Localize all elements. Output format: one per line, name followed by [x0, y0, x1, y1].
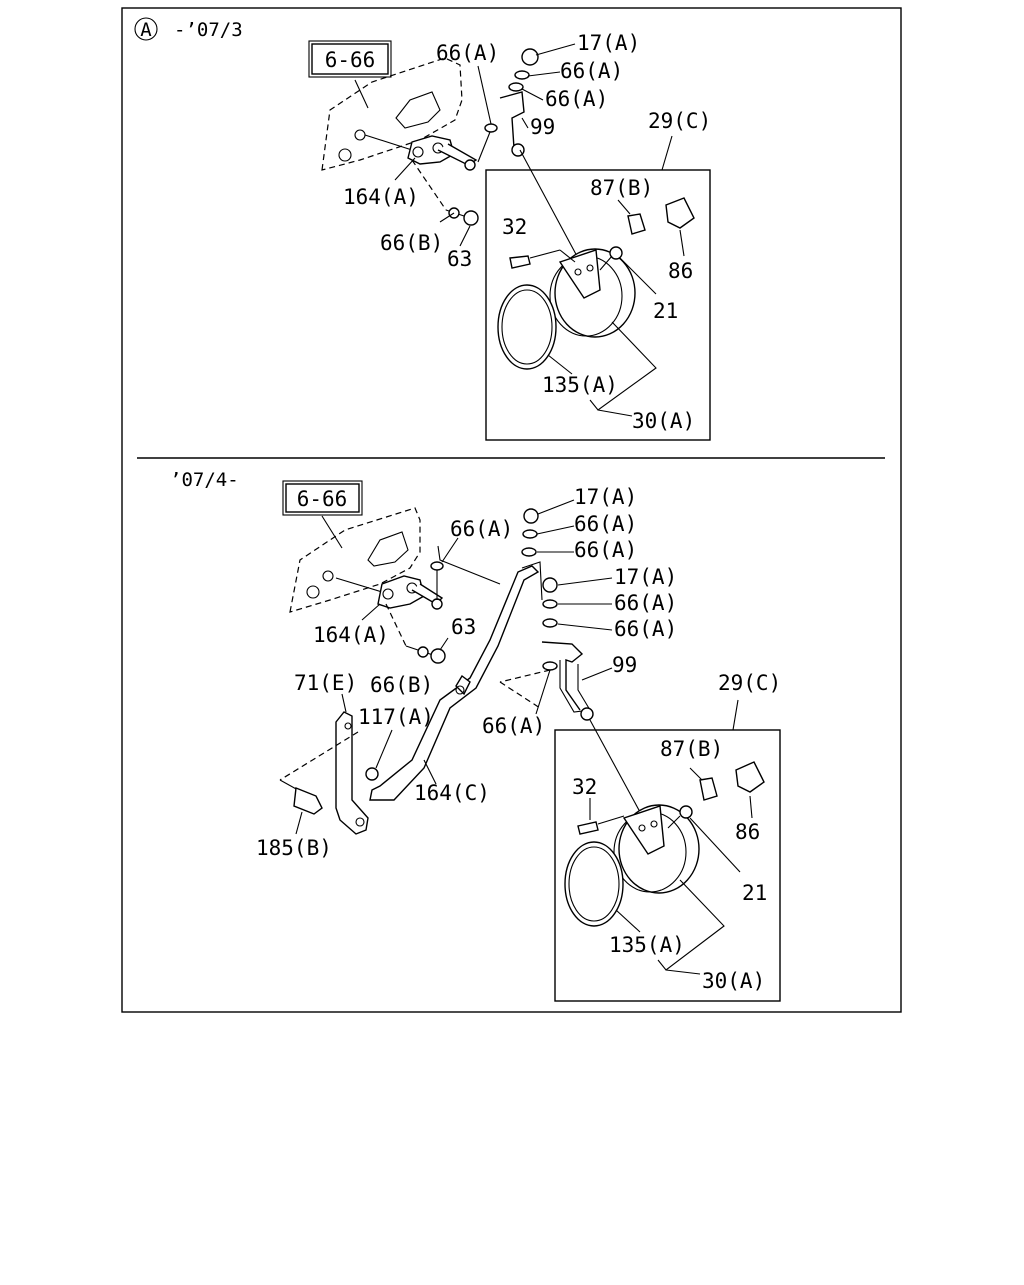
callout-32: 32: [572, 775, 597, 799]
callout-99: 99: [612, 653, 637, 677]
lower-washer-66a-2: [521, 547, 537, 557]
callout-17a: 17(A): [577, 31, 640, 55]
callout-21: 21: [653, 299, 678, 323]
lower-section: ’07/4- 6-66: [170, 469, 781, 1002]
upper-lens-135a: [497, 284, 557, 370]
callout-63: 63: [451, 615, 476, 639]
lower-lamp-box: [554, 729, 781, 1002]
upper-ref-box-outer: [308, 40, 392, 78]
section-a-marker-letter: A: [140, 19, 152, 41]
callout-66a: 66(A): [614, 617, 677, 641]
upper-bolt-32: [509, 255, 531, 269]
callout-66b: 66(B): [370, 673, 433, 697]
callout-29c: 29(C): [718, 671, 781, 695]
upper-period-label: -’07/3: [174, 19, 243, 41]
upper-ref-box: [311, 43, 389, 75]
callout-117a: 117(A): [358, 705, 434, 729]
upper-washer-66a-2: [508, 82, 524, 92]
callout-99: 99: [530, 115, 555, 139]
callout-86: 86: [668, 259, 693, 283]
callout-87b: 87(B): [590, 176, 653, 200]
callout-66a: 66(A): [482, 714, 545, 738]
callout-185b: 185(B): [256, 836, 332, 860]
callout-66a: 66(A): [545, 87, 608, 111]
upper-ref-box-label: 6-66: [325, 48, 376, 72]
lower-stay-99: [541, 641, 584, 711]
upper-nut-63: [463, 210, 479, 226]
upper-washer-66a-1: [514, 70, 530, 80]
lower-bolt-32: [577, 821, 599, 835]
callout-164a: 164(A): [343, 185, 419, 209]
upper-nut-21: [609, 246, 623, 260]
lower-ref-box-label: 6-66: [297, 487, 348, 511]
lower-bolt-185b: [293, 787, 323, 815]
callout-17a: 17(A): [574, 485, 637, 509]
lower-washer-66a-3: [542, 599, 558, 609]
lower-bracket-71e: [335, 711, 369, 835]
callout-66a: 66(A): [560, 59, 623, 83]
section-a-marker: [134, 17, 158, 41]
upper-panel-hole: [338, 148, 352, 162]
upper-cover-86: [665, 197, 695, 229]
callout-29c: 29(C): [648, 109, 711, 133]
upper-panel-leader: [364, 134, 413, 151]
upper-clip-87b: [627, 213, 646, 235]
upper-nut-17a: [521, 48, 539, 66]
callout-30a: 30(A): [632, 409, 695, 433]
lower-ref-box-outer: [282, 480, 363, 516]
lower-nut-17a: [523, 508, 539, 524]
callout-71e: 71(E): [294, 671, 357, 695]
lower-nut-63: [430, 648, 446, 664]
callout-86: 86: [735, 820, 760, 844]
callout-164a: 164(A): [313, 623, 389, 647]
callout-66a: 66(A): [574, 538, 637, 562]
upper-panel-cutout: [395, 91, 441, 129]
lower-stay-164c: [369, 565, 540, 801]
lower-nut-117a: [365, 767, 379, 781]
callout-164c: 164(C): [414, 781, 490, 805]
lower-nut-17a-2: [542, 577, 558, 593]
callout-66a: 66(A): [614, 591, 677, 615]
callout-66b: 66(B): [380, 231, 443, 255]
lower-washer-66a-5: [542, 661, 558, 671]
callout-32: 32: [502, 215, 527, 239]
lower-washer-66a: [430, 561, 444, 571]
diagram-frame: [121, 7, 902, 1013]
upper-ref-leader: [354, 79, 369, 109]
lower-lens-135a: [564, 841, 624, 927]
callout-66a: 66(A): [574, 512, 637, 536]
upper-section: A -’07/3 6-66: [134, 17, 711, 441]
callout-135a: 135(A): [542, 373, 618, 397]
upper-lamp-box: [485, 169, 711, 441]
callout-30a: 30(A): [702, 969, 765, 993]
callout-87b: 87(B): [660, 737, 723, 761]
lower-clip-87b: [699, 777, 718, 801]
callout-66a: 66(A): [436, 41, 499, 65]
callout-63: 63: [447, 247, 472, 271]
lower-ref-box: [285, 483, 360, 513]
upper-washer-66a-3: [484, 123, 498, 133]
lower-cover-86: [735, 761, 765, 793]
upper-panel-hole: [354, 129, 366, 141]
lower-period-label: ’07/4-: [170, 469, 239, 491]
lower-nut-21: [679, 805, 693, 819]
lower-washer-66a-4: [542, 618, 558, 628]
upper-body-panel: [321, 57, 463, 171]
lower-washer-66a-1: [522, 529, 538, 539]
callout-66a: 66(A): [450, 517, 513, 541]
lower-body-panel: [289, 507, 421, 613]
upper-stay-99: [499, 91, 525, 151]
callout-135a: 135(A): [609, 933, 685, 957]
lower-washer-66b: [417, 646, 429, 658]
callout-21: 21: [742, 881, 767, 905]
callout-17a: 17(A): [614, 565, 677, 589]
